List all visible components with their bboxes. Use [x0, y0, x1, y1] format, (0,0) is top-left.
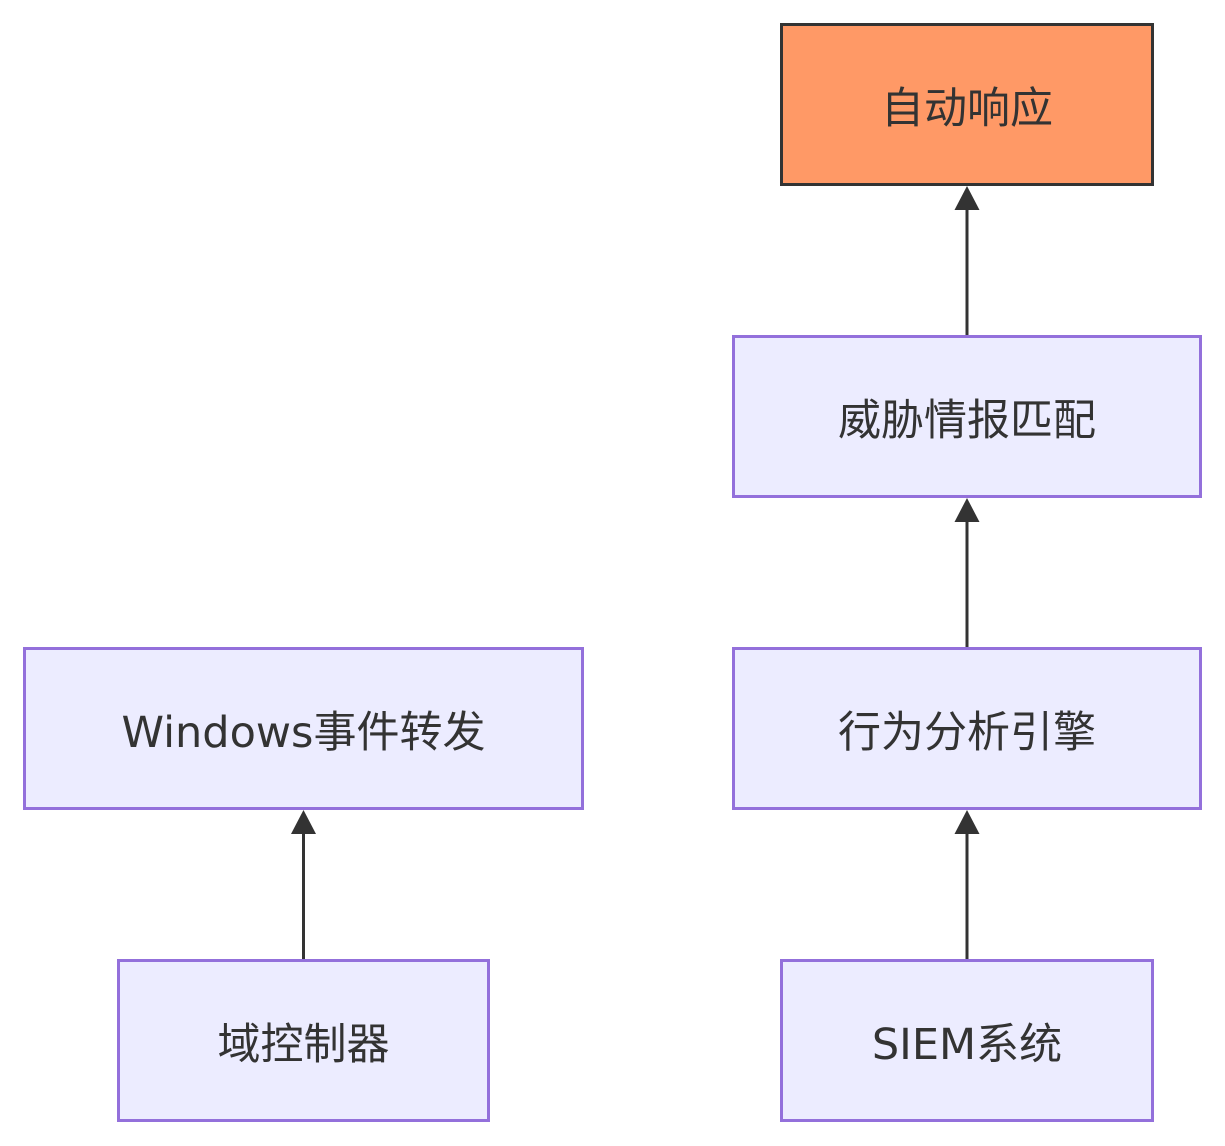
edge-siem-to-behavior — [954, 810, 980, 959]
node-label: SIEM系统 — [871, 1019, 1063, 1070]
node-windows-event-forwarding: Windows事件转发 — [23, 647, 584, 810]
node-threat-intel-matching: 威胁情报匹配 — [732, 335, 1202, 498]
node-label: 威胁情报匹配 — [838, 395, 1096, 446]
node-auto-response: 自动响应 — [780, 23, 1154, 186]
node-behavior-analysis-engine: 行为分析引擎 — [732, 647, 1202, 810]
node-label: 行为分析引擎 — [838, 707, 1096, 758]
node-siem-system: SIEM系统 — [780, 959, 1154, 1122]
node-label: 域控制器 — [217, 1019, 390, 1070]
node-domain-controller: 域控制器 — [117, 959, 490, 1122]
node-label: Windows事件转发 — [121, 707, 486, 758]
edge-threat-intel-to-auto-response — [954, 186, 980, 335]
edge-behavior-to-threat-intel — [954, 498, 980, 647]
edge-domain-controller-to-windows-forward — [291, 810, 316, 959]
node-label: 自动响应 — [881, 83, 1053, 134]
